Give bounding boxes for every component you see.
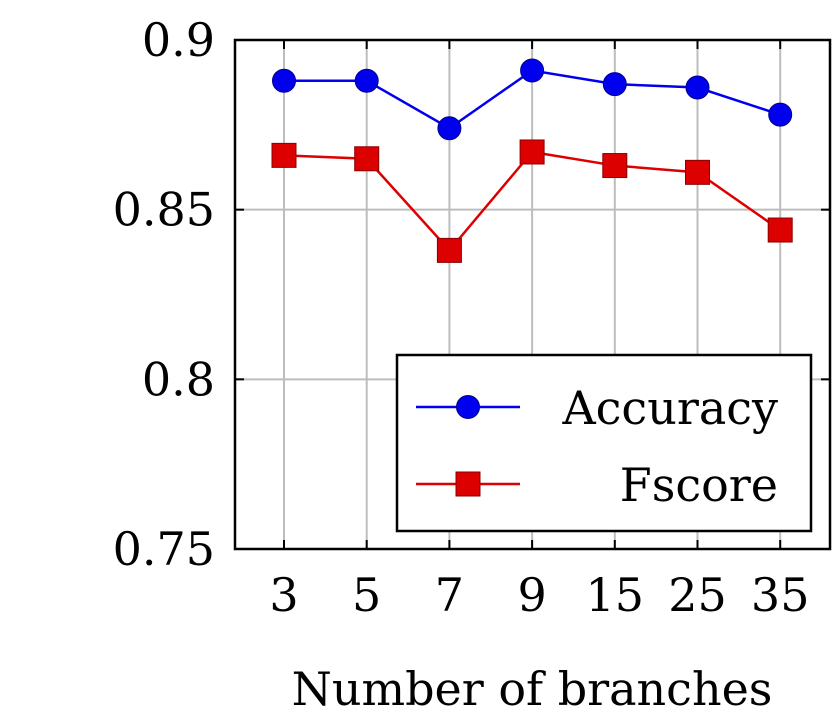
- y-tick-label: 0.85: [113, 183, 215, 237]
- x-axis-label: Number of branches: [292, 662, 773, 716]
- legend-fscore-marker: [455, 471, 481, 497]
- legend-accuracy-marker: [456, 395, 480, 419]
- legend-box: [395, 353, 813, 533]
- fscore-point: [354, 146, 380, 172]
- fscore-point: [602, 153, 628, 179]
- accuracy-point: [602, 72, 627, 97]
- series-layer: [271, 58, 793, 263]
- y-tick-label: 0.9: [142, 13, 215, 67]
- accuracy-point: [272, 68, 296, 93]
- legend-fscore-label: Fscore: [620, 458, 778, 512]
- fscore-point: [685, 159, 710, 185]
- x-tick-label: 9: [517, 568, 546, 622]
- x-tick-label: 15: [586, 568, 645, 622]
- accuracy-point: [685, 75, 710, 100]
- y-tick-label: 0.8: [142, 352, 215, 406]
- x-tick-label: 5: [352, 568, 381, 622]
- fscore-point: [436, 237, 462, 263]
- y-tick-label: 0.75: [113, 522, 215, 576]
- legend-accuracy-label: Accuracy: [561, 381, 778, 435]
- accuracy-point: [437, 116, 462, 141]
- x-tick-label: 35: [751, 568, 810, 622]
- x-tick-label: 3: [269, 568, 298, 622]
- accuracy-point: [768, 102, 793, 127]
- accuracy-point: [354, 68, 379, 93]
- x-tick-label: 7: [435, 568, 464, 622]
- fscore-point: [271, 142, 297, 168]
- y-axis-ticks: 0.75 0.8 0.85 0.9: [113, 13, 830, 576]
- fscore-point: [519, 139, 545, 165]
- accuracy-point: [520, 58, 545, 83]
- fscore-point: [767, 217, 793, 243]
- x-tick-label: 25: [668, 568, 727, 622]
